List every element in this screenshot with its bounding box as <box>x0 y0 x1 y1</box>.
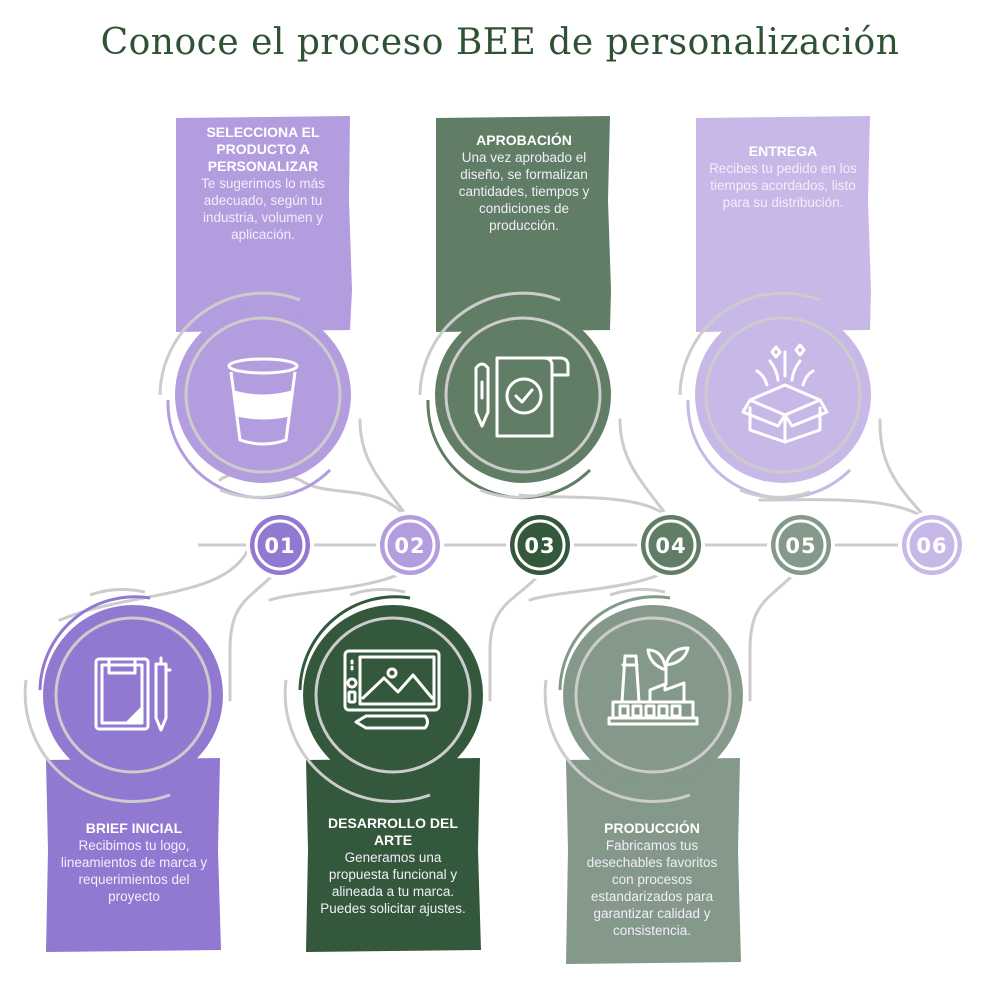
step-number-01: 01 <box>264 534 295 558</box>
step-node-04[interactable]: 04 <box>637 511 705 579</box>
step-card-03: DESARROLLO DEL ARTE Generamos una propue… <box>318 815 468 917</box>
card-bg-step-02 <box>176 116 352 332</box>
step-number-02: 02 <box>394 534 425 558</box>
circle-step-05 <box>543 588 743 803</box>
step-description: Fabricamos tus desechables favoritos con… <box>586 838 718 938</box>
drawing-tablet-icon <box>343 649 441 730</box>
step-heading: DESARROLLO DEL ARTE <box>328 815 458 848</box>
gift-box-icon <box>741 343 829 444</box>
step-description: Te sugerimos lo más adecuado, según tu i… <box>201 176 325 242</box>
step-heading: SELECCIONA EL PRODUCTO A PERSONALIZAR <box>206 124 320 174</box>
step-heading: ENTREGA <box>748 143 818 159</box>
step-card-04: APROBACIÓN Una vez aprobado el diseño, s… <box>452 132 596 234</box>
circle-step-04 <box>418 291 611 500</box>
approved-document-icon <box>474 356 570 438</box>
cup-icon <box>227 357 299 446</box>
step-card-01: BRIEF INICIAL Recibimos tu logo, lineami… <box>60 820 208 905</box>
step-description: Una vez aprobado el diseño, se formaliza… <box>458 150 590 233</box>
card-bg-step-04 <box>436 116 611 332</box>
circle-step-01 <box>23 588 223 803</box>
step-node-02[interactable]: 02 <box>376 511 444 579</box>
step-card-02: SELECCIONA EL PRODUCTO A PERSONALIZAR Te… <box>186 124 340 243</box>
step-node-03[interactable]: 03 <box>506 511 574 579</box>
card-bg-step-03 <box>306 758 481 952</box>
step-card-05: PRODUCCIÓN Fabricamos tus desechables fa… <box>578 820 726 939</box>
card-bg-step-05 <box>566 758 741 964</box>
step-number-06: 06 <box>916 534 947 558</box>
step-card-06: ENTREGA Recibes tu pedido en los tiempos… <box>706 143 860 211</box>
page-title: Conoce el proceso BEE de personalización <box>100 22 900 63</box>
card-bg-step-06 <box>696 116 871 332</box>
step-heading: BRIEF INICIAL <box>85 820 183 836</box>
step-number-04: 04 <box>655 534 686 558</box>
step-number-03: 03 <box>524 534 555 558</box>
step-number-05: 05 <box>785 534 816 558</box>
step-node-06[interactable]: 06 <box>898 511 966 579</box>
card-bg-step-01 <box>46 758 221 952</box>
clipboard-pen-icon <box>94 656 172 732</box>
eco-factory-icon <box>607 646 699 726</box>
step-description: Recibes tu pedido en los tiempos acordad… <box>709 161 857 210</box>
step-node-05[interactable]: 05 <box>767 511 835 579</box>
step-heading: APROBACIÓN <box>476 132 572 148</box>
step-node-01[interactable]: 01 <box>246 511 314 579</box>
circle-step-06 <box>678 291 871 500</box>
step-description: Generamos una propuesta funcional y alin… <box>320 850 466 916</box>
step-description: Recibimos tu logo, lineamientos de marca… <box>60 838 208 904</box>
connectors <box>58 418 932 702</box>
step-heading: PRODUCCIÓN <box>604 820 700 836</box>
